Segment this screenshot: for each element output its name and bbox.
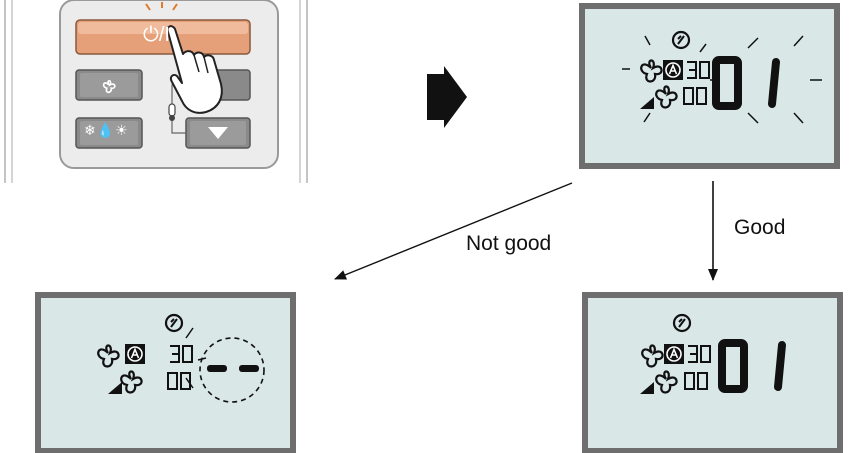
lcd-display-bottom-left bbox=[35, 292, 296, 453]
dashed-circle bbox=[199, 337, 265, 403]
mode-icons: ❄💧☀ bbox=[84, 122, 129, 138]
blink-rays bbox=[622, 35, 822, 124]
dash-segment bbox=[207, 365, 227, 372]
good-label: Good bbox=[734, 216, 786, 239]
big-right-arrow bbox=[427, 66, 467, 128]
power-button-label: ⏻/I bbox=[143, 24, 170, 46]
fan-icon bbox=[102, 79, 116, 94]
triangle-down-icon bbox=[208, 127, 228, 139]
power-button[interactable] bbox=[75, 19, 251, 55]
press-rays bbox=[145, 2, 178, 11]
mode-button[interactable] bbox=[75, 117, 143, 149]
dash-segment bbox=[239, 365, 259, 372]
lcd-display-bottom-right bbox=[582, 292, 843, 453]
down-button[interactable] bbox=[185, 117, 251, 149]
not-good-label: Not good bbox=[466, 232, 552, 255]
not-good-arrow bbox=[334, 182, 573, 280]
hand-icon bbox=[166, 25, 223, 114]
remote-control bbox=[0, 0, 320, 183]
lcd-display-top-right bbox=[579, 3, 840, 169]
